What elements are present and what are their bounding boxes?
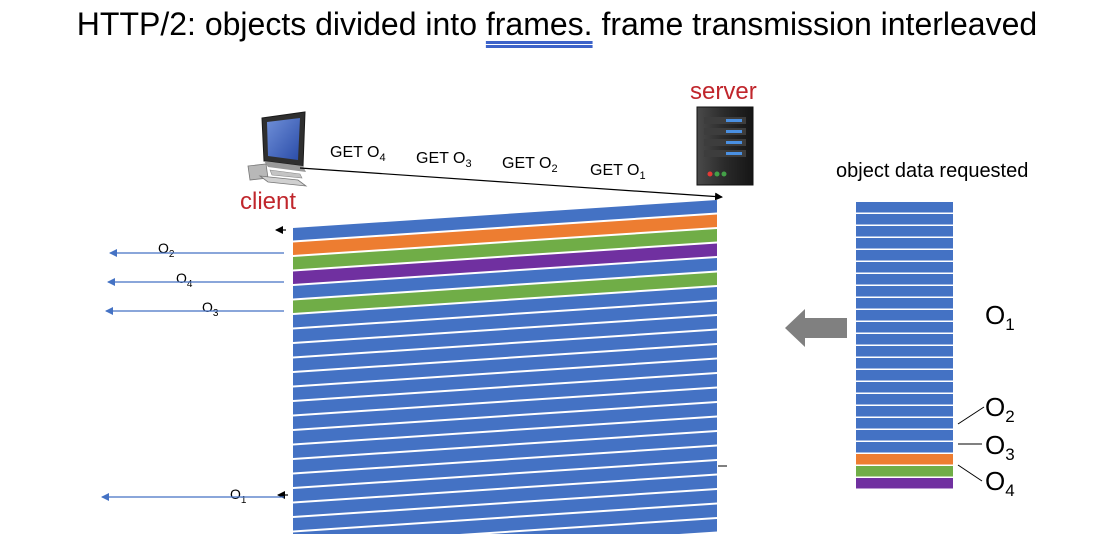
stack-frame-o1 bbox=[856, 442, 953, 453]
stack-frame-o1 bbox=[856, 226, 953, 237]
request-label: GET O4 bbox=[330, 144, 386, 165]
server-label: server bbox=[690, 78, 757, 105]
page-title: HTTP/2: objects divided into frames. fra… bbox=[0, 6, 1114, 43]
stack-frame-o1 bbox=[856, 262, 953, 273]
request-label: GET O3 bbox=[416, 150, 472, 171]
stack-frame-o1 bbox=[856, 322, 953, 333]
frame-band-o1 bbox=[293, 258, 717, 299]
frame-band-o1 bbox=[293, 316, 717, 357]
frame-band-o1 bbox=[293, 417, 717, 458]
frame-band-o1 bbox=[293, 359, 717, 400]
frame-band-o4 bbox=[293, 243, 717, 284]
object-label-o4: O4 bbox=[985, 466, 1015, 501]
stack-frame-o1 bbox=[856, 430, 953, 441]
frame-band-o3 bbox=[293, 229, 717, 270]
stack-frame-o1 bbox=[856, 286, 953, 297]
frame-band-o1 bbox=[293, 200, 717, 241]
stack-frame-o1 bbox=[856, 382, 953, 393]
object-label-o1: O1 bbox=[985, 300, 1015, 335]
object-label-o3: O3 bbox=[985, 430, 1015, 465]
frame-band-o1 bbox=[293, 490, 717, 531]
stack-frame-o1 bbox=[856, 370, 953, 381]
stack-frame-o1 bbox=[856, 346, 953, 357]
stack-frame-o4 bbox=[856, 478, 953, 489]
frame-band-o1 bbox=[293, 287, 717, 328]
title-suffix: frame transmission interleaved bbox=[592, 6, 1038, 42]
request-label: GET O2 bbox=[502, 155, 558, 176]
frame-band-o1 bbox=[293, 504, 717, 534]
frame-band-o1 bbox=[293, 388, 717, 429]
request-arrow bbox=[299, 167, 723, 201]
frame-band-o1 bbox=[293, 301, 717, 342]
object-stack bbox=[856, 202, 953, 489]
title-emphasis: frames. bbox=[485, 6, 593, 42]
request-label: GET O1 bbox=[590, 162, 646, 183]
stack-frame-o1 bbox=[856, 202, 953, 213]
delivered-label: O1 bbox=[230, 486, 247, 506]
frame-band-o1 bbox=[293, 461, 717, 502]
delivered-label: O2 bbox=[158, 240, 175, 260]
stack-frame-o1 bbox=[856, 310, 953, 321]
frame-band-o1 bbox=[489, 519, 717, 534]
transmit-arrow-icon bbox=[785, 309, 847, 347]
stack-frame-o1 bbox=[856, 274, 953, 285]
stack-frame-o2 bbox=[856, 454, 953, 465]
label-connector bbox=[957, 406, 985, 425]
server-tower-icon bbox=[696, 106, 754, 186]
delivered-label: O4 bbox=[176, 270, 193, 290]
stack-frame-o1 bbox=[856, 238, 953, 249]
stack-frame-o1 bbox=[856, 358, 953, 369]
stack-frame-o1 bbox=[856, 394, 953, 405]
frame-band-o1 bbox=[293, 374, 717, 415]
title-prefix: HTTP/2: objects divided into bbox=[76, 6, 486, 42]
stack-frame-o3 bbox=[856, 466, 953, 477]
label-connector bbox=[957, 464, 983, 482]
frame-band-o3 bbox=[293, 272, 717, 313]
frame-band-o1 bbox=[293, 345, 717, 386]
stack-frame-o1 bbox=[856, 418, 953, 429]
frame-band-o1 bbox=[293, 432, 717, 473]
object-label-o2: O2 bbox=[985, 392, 1015, 427]
frame-band-o1 bbox=[293, 330, 717, 371]
delivered-label: O3 bbox=[202, 299, 219, 319]
stack-frame-o1 bbox=[856, 250, 953, 261]
frame-band-o1 bbox=[293, 475, 717, 516]
client-label: client bbox=[240, 188, 297, 215]
frame-band-o1 bbox=[293, 446, 717, 487]
frame-stream bbox=[293, 200, 717, 534]
frame-band-o1 bbox=[293, 403, 717, 444]
frame-band-o2 bbox=[293, 214, 717, 255]
desktop-computer-icon bbox=[247, 111, 308, 187]
stack-frame-o1 bbox=[856, 406, 953, 417]
stack-frame-o1 bbox=[856, 334, 953, 345]
object-stack-label: object data requested bbox=[836, 160, 1029, 182]
stack-frame-o1 bbox=[856, 298, 953, 309]
stack-frame-o1 bbox=[856, 214, 953, 225]
